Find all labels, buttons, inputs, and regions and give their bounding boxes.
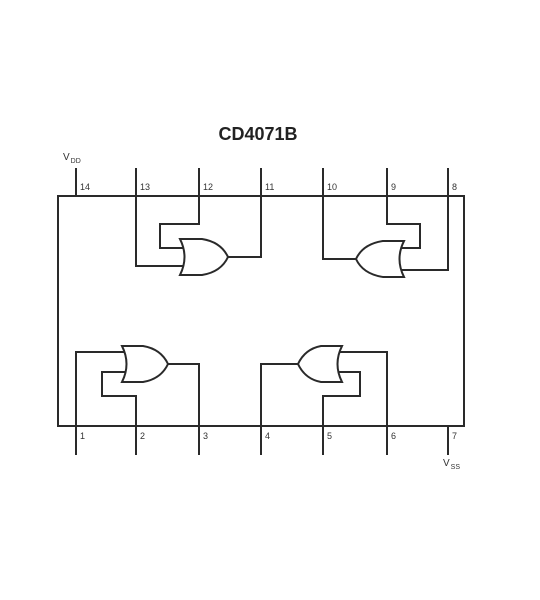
gate-c-wire-in2 xyxy=(159,196,200,249)
gate-d-wire-out xyxy=(322,196,356,260)
gate-a-wire-out xyxy=(168,363,200,426)
pin-label-11: 11 xyxy=(265,182,274,192)
or-gate-b xyxy=(260,345,388,426)
chip-title: CD4071B xyxy=(0,124,540,145)
gate-a-wire-in1 xyxy=(75,351,128,426)
or-gate-c-symbol xyxy=(178,238,230,276)
gate-c-wire-in1 xyxy=(135,196,186,267)
pin-label-8: 8 xyxy=(452,182,457,192)
pin-label-12: 12 xyxy=(203,182,213,192)
or-gate-c xyxy=(135,196,262,276)
pin-label-13: 13 xyxy=(140,182,150,192)
gate-b-wire-out xyxy=(260,363,298,426)
gate-b-wire-in1 xyxy=(336,351,388,426)
vss-sub: SS xyxy=(451,464,461,471)
vdd-label: VDD xyxy=(63,152,81,165)
or-gate-d xyxy=(322,196,449,278)
or-gate-b-symbol xyxy=(296,345,344,383)
bottom-pin-labels: 1 2 3 4 5 6 7 xyxy=(80,431,457,441)
or-gate-a-symbol xyxy=(120,345,170,383)
bottom-pin-leads xyxy=(75,426,449,455)
pin-label-3: 3 xyxy=(203,431,208,441)
pin-label-2: 2 xyxy=(140,431,145,441)
pin-label-9: 9 xyxy=(391,182,396,192)
pin-label-6: 6 xyxy=(391,431,396,441)
or-gate-d-symbol xyxy=(354,240,406,278)
gate-a-wire-in2 xyxy=(101,371,137,426)
top-pin-labels: 14 13 12 11 10 9 8 xyxy=(80,182,457,192)
pin-label-4: 4 xyxy=(265,431,270,441)
vss-main: V xyxy=(443,458,450,469)
or-gate-a xyxy=(75,345,200,426)
gate-d-wire-in2 xyxy=(386,196,421,249)
pin-label-10: 10 xyxy=(327,182,337,192)
vss-label: VSS xyxy=(443,458,460,471)
top-pin-leads xyxy=(75,168,449,196)
chip-title-text: CD4071B xyxy=(218,124,298,144)
vdd-sub: DD xyxy=(71,158,81,165)
gate-d-wire-in1 xyxy=(398,196,449,271)
pin-label-1: 1 xyxy=(80,431,85,441)
pin-label-5: 5 xyxy=(327,431,332,441)
gate-c-wire-out xyxy=(228,196,262,258)
pin-label-14: 14 xyxy=(80,182,90,192)
vdd-main: V xyxy=(63,152,70,163)
gate-b-wire-in2 xyxy=(322,371,361,426)
pin-label-7: 7 xyxy=(452,431,457,441)
